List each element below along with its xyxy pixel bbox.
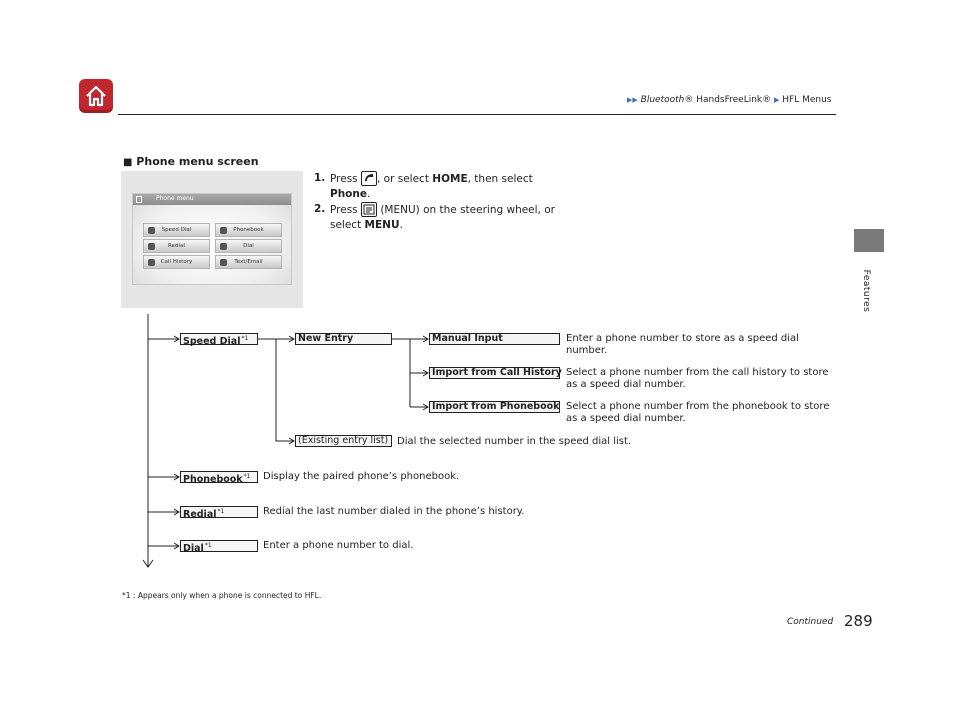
- step-1: 1. Press , or select HOME, then select P…: [314, 171, 533, 200]
- pickup-phone-button-icon: [360, 171, 377, 186]
- dial-description: Enter a phone number to dial.: [263, 540, 414, 551]
- redial-icon: [148, 243, 155, 250]
- breadcrumb-handsfreelink[interactable]: ® HandsFreeLink®: [684, 95, 772, 105]
- phonebook-icon: [220, 227, 227, 234]
- speed-dial-menu-item[interactable]: Speed Dial*1: [180, 333, 258, 347]
- screen-title: Phone menu: [156, 195, 194, 202]
- existing-entry-list-item[interactable]: (Existing entry list): [295, 435, 392, 447]
- phonebook-description: Display the paired phone’s phonebook.: [263, 471, 460, 482]
- section-title: ■ Phone menu screen: [123, 155, 259, 168]
- home-icon: [86, 85, 106, 107]
- page-number: 289: [844, 612, 873, 630]
- envelope-icon: [220, 259, 227, 266]
- breadcrumb-arrow-icon: ▶▶: [627, 96, 638, 104]
- screen-tile-speed-dial: Speed Dial: [143, 223, 210, 237]
- redial-menu-item[interactable]: Redial*1: [180, 506, 258, 520]
- breadcrumb-hfl-menus[interactable]: HFL Menus: [782, 95, 832, 105]
- menu-button-icon: [360, 202, 377, 217]
- step-2: 2. Press (MENU) on the steering wheel, o…: [314, 202, 555, 231]
- speed-dial-icon: [148, 227, 155, 234]
- screen-tile-dial: Dial: [215, 239, 282, 253]
- import-phonebook-menu-item[interactable]: Import from Phonebook: [429, 401, 560, 413]
- instruction-steps: 1. Press , or select HOME, then select P…: [314, 171, 564, 233]
- home-button[interactable]: [79, 79, 113, 113]
- keypad-icon: [220, 243, 227, 250]
- breadcrumb: ▶▶ Bluetooth® HandsFreeLink® ▶ HFL Menus: [627, 95, 832, 105]
- side-section-tab[interactable]: [854, 229, 884, 252]
- screen-tile-phonebook: Phonebook: [215, 223, 282, 237]
- phone-icon: [136, 196, 142, 203]
- manual-input-description: Enter a phone number to store as a speed…: [566, 333, 799, 356]
- footnote: *1 : Appears only when a phone is connec…: [122, 591, 322, 600]
- header-divider: [118, 114, 836, 115]
- manual-input-menu-item[interactable]: Manual Input: [429, 333, 560, 345]
- phone-menu-screen-image: Phone menu Speed Dial Phonebook Redial D…: [132, 193, 292, 285]
- breadcrumb-bluetooth[interactable]: Bluetooth: [640, 95, 685, 105]
- square-bullet-icon: ■: [123, 157, 133, 168]
- breadcrumb-arrow-icon: ▶: [774, 96, 780, 104]
- screen-tile-call-history: Call History: [143, 255, 210, 269]
- existing-entry-description: Dial the selected number in the speed di…: [397, 436, 632, 447]
- call-history-icon: [148, 259, 155, 266]
- dial-menu-item[interactable]: Dial*1: [180, 540, 258, 554]
- new-entry-menu-item[interactable]: New Entry: [295, 333, 392, 345]
- import-call-history-description: Select a phone number from the call hist…: [566, 367, 829, 390]
- continued-label: Continued: [787, 617, 834, 627]
- import-call-history-menu-item[interactable]: Import from Call History: [429, 367, 562, 379]
- redial-description: Redial the last number dialed in the pho…: [263, 506, 525, 517]
- screen-tile-text-email: Text/Email: [215, 255, 282, 269]
- phonebook-menu-item[interactable]: Phonebook*1: [180, 471, 258, 485]
- import-phonebook-description: Select a phone number from the phonebook…: [566, 401, 830, 424]
- screen-title-bar: Phone menu: [133, 194, 291, 205]
- screen-tile-redial: Redial: [143, 239, 210, 253]
